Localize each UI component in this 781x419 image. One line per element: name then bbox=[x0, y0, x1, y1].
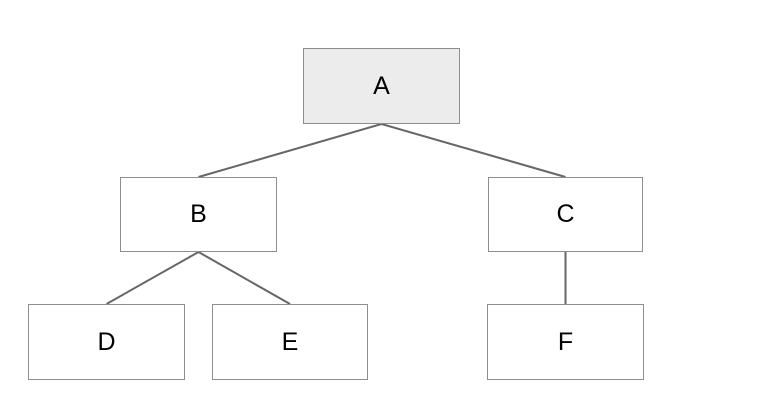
edge-A-C bbox=[381, 123, 566, 178]
node-A-label: A bbox=[373, 71, 390, 100]
node-D-label: D bbox=[97, 327, 116, 356]
node-E[interactable]: E bbox=[212, 304, 368, 380]
node-B-label: B bbox=[190, 200, 207, 228]
edge-A-B bbox=[198, 123, 382, 178]
node-C[interactable]: C bbox=[488, 177, 643, 252]
node-F-label: F bbox=[557, 327, 574, 356]
node-D[interactable]: D bbox=[28, 304, 185, 380]
node-A[interactable]: A bbox=[303, 48, 460, 124]
node-B[interactable]: B bbox=[120, 177, 277, 252]
node-F[interactable]: F bbox=[487, 304, 644, 380]
edge-B-E bbox=[198, 251, 291, 305]
edge-B-D bbox=[106, 251, 199, 305]
node-C-label: C bbox=[556, 200, 575, 228]
node-E-label: E bbox=[281, 327, 299, 356]
